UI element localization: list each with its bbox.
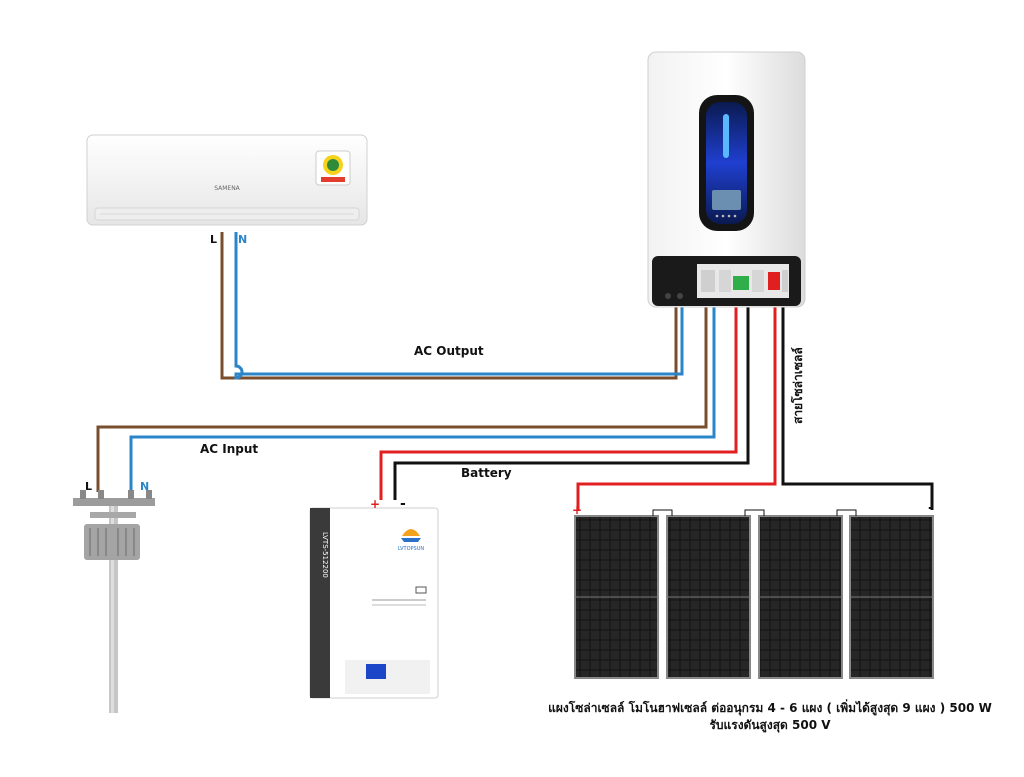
battery-level-icon	[415, 586, 427, 594]
inverter-screen	[712, 190, 741, 210]
solar-positive-wire	[576, 300, 777, 510]
battery-brand-label: LVTOPSUN	[398, 546, 424, 552]
pole-N-label: N	[140, 480, 149, 493]
solar-panels	[574, 509, 934, 679]
solar-minus-label: -	[928, 500, 934, 516]
energy-label-icon	[315, 150, 351, 186]
utility-pole	[73, 490, 155, 713]
battery-unit: LVTS-512200 LVTOPSUN	[309, 507, 439, 699]
battery-plus-label: +	[370, 497, 380, 511]
transformer-icon	[84, 524, 140, 560]
caption-line-2: รับแรงดันสูงสุด 500 V	[709, 718, 831, 732]
solar-plus-label: +	[572, 503, 582, 517]
air-conditioner: SAMENA	[86, 134, 368, 226]
ac-input-label: AC Input	[200, 442, 258, 456]
battery-screen	[366, 664, 386, 679]
inverter	[647, 51, 806, 308]
ac-unit-L-label: L	[210, 233, 217, 246]
caption-line-1: แผงโซล่าเซลล์ โมโนฮาฟเซลล์ ต่ออนุกรม 4 -…	[548, 701, 992, 715]
battery-minus-label: -	[400, 496, 406, 512]
solar-negative-wire	[781, 300, 934, 510]
ac-output-label: AC Output	[414, 344, 484, 358]
solar-cable-label: สายโซล่าเซลล์	[790, 347, 805, 424]
battery-positive-wire	[379, 300, 738, 500]
battery-negative-wire	[393, 300, 750, 500]
ac-output-live-wire	[220, 232, 678, 380]
ac-input-live-wire	[96, 300, 708, 492]
ac-unit-N-label: N	[238, 233, 247, 246]
solar-panel-caption: แผงโซล่าเซลล์ โมโนฮาฟเซลล์ ต่ออนุกรม 4 -…	[520, 700, 1020, 734]
pole-L-label: L	[85, 480, 92, 493]
battery-brand-logo-icon	[401, 529, 421, 542]
ac-input-neutral-wire	[129, 300, 716, 492]
ac-brand-label: SAMENA	[214, 185, 240, 192]
wires	[96, 232, 934, 510]
battery-model-label: LVTS-512200	[321, 532, 329, 578]
battery-label: Battery	[461, 466, 512, 480]
ac-output-neutral-wire-main	[234, 232, 684, 380]
